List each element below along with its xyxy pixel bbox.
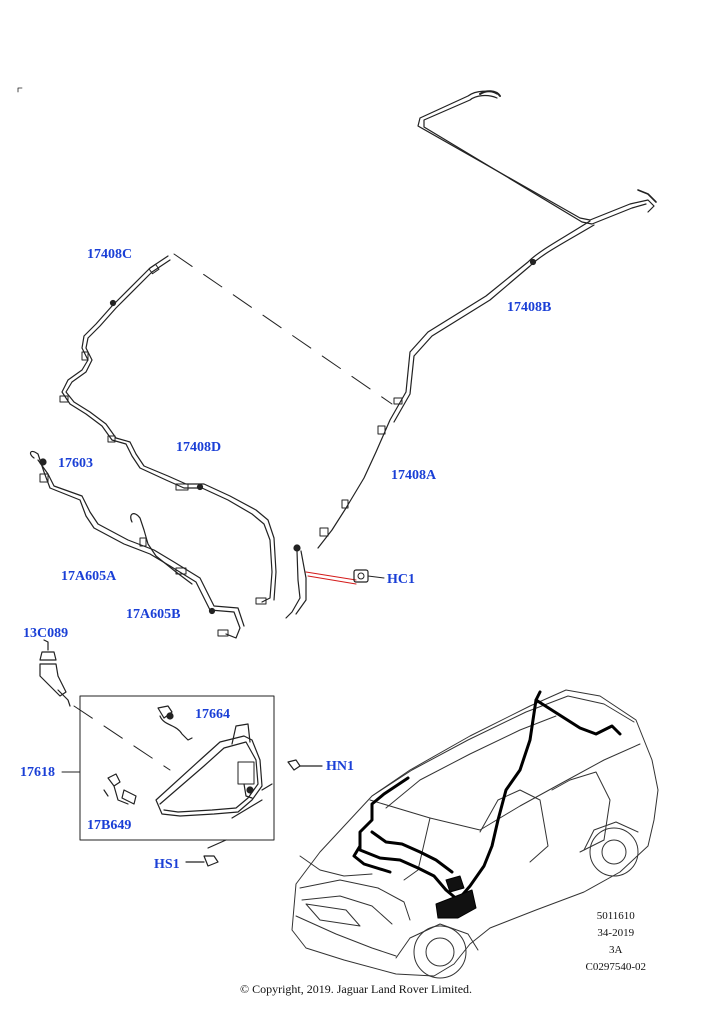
callout-17664[interactable]: 17664 bbox=[195, 707, 230, 722]
callout-HC1[interactable]: HC1 bbox=[387, 572, 415, 587]
reference-line-2: 34-2019 bbox=[597, 927, 635, 939]
callout-17408A[interactable]: 17408A bbox=[391, 468, 437, 483]
connector-HN1 bbox=[287, 759, 323, 771]
part-13C089 bbox=[39, 639, 71, 707]
callout-17A605A[interactable]: 17A605A bbox=[61, 569, 117, 584]
callout-HN1[interactable]: HN1 bbox=[326, 759, 354, 774]
hose-17408B bbox=[285, 90, 657, 619]
dashed-link-pump bbox=[73, 705, 171, 771]
callout-17603[interactable]: 17603 bbox=[58, 456, 93, 471]
callout-17A605B[interactable]: 17A605B bbox=[126, 607, 181, 622]
part-17664 bbox=[157, 705, 193, 741]
hose-17A605 bbox=[29, 450, 245, 639]
hose-17408C-17408D bbox=[59, 255, 277, 605]
washer-reservoir bbox=[155, 723, 273, 819]
bracket-17618 bbox=[61, 695, 275, 841]
corner-mark bbox=[17, 87, 23, 93]
fixing-HS1 bbox=[185, 839, 227, 867]
callout-17408D[interactable]: 17408D bbox=[176, 440, 222, 455]
callout-17618[interactable]: 17618 bbox=[20, 765, 55, 780]
callout-17408B[interactable]: 17408B bbox=[507, 300, 552, 315]
connector-HC1 bbox=[305, 569, 385, 585]
vehicle-hose-routing bbox=[352, 690, 622, 902]
reference-block: 5011610 34-2019 3A C0297540-02 bbox=[586, 908, 647, 976]
reference-line-3: 3A bbox=[609, 944, 623, 956]
reference-line-4: C0297540-02 bbox=[585, 961, 647, 973]
copyright-notice: © Copyright, 2019. Jaguar Land Rover Lim… bbox=[239, 982, 473, 996]
callout-17B649[interactable]: 17B649 bbox=[87, 818, 132, 833]
callout-13C089[interactable]: 13C089 bbox=[23, 626, 69, 641]
part-17B649 bbox=[103, 773, 137, 805]
dashed-link bbox=[173, 253, 393, 405]
reference-line-1: 5011610 bbox=[596, 910, 635, 922]
callout-17408C[interactable]: 17408C bbox=[87, 247, 133, 262]
vehicle-washer-module bbox=[435, 875, 477, 919]
callout-HS1[interactable]: HS1 bbox=[154, 857, 180, 872]
